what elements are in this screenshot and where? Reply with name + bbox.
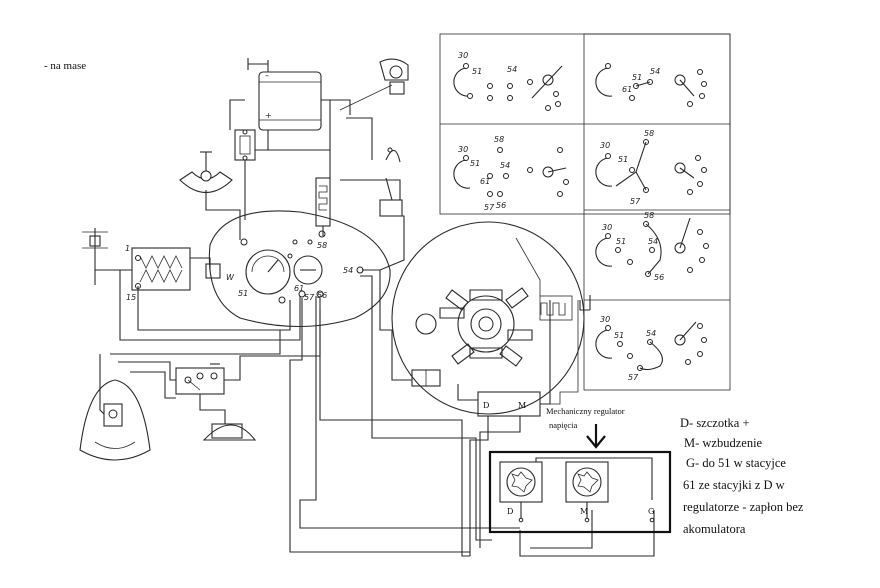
voltage-regulator-box: D M G bbox=[488, 450, 672, 534]
svg-text:57: 57 bbox=[630, 197, 641, 206]
svg-text:56: 56 bbox=[654, 273, 664, 282]
switch-position-1: 30 51 54 bbox=[453, 51, 563, 111]
terminal-1-label: 1 bbox=[125, 244, 130, 253]
terminal-61-label: 61 bbox=[294, 284, 304, 293]
svg-text:58: 58 bbox=[644, 211, 654, 220]
regulator-d-terminal: D bbox=[483, 401, 489, 410]
svg-text:30: 30 bbox=[458, 145, 468, 154]
terminal-58-label: 58 bbox=[317, 241, 327, 250]
svg-text:54: 54 bbox=[646, 329, 656, 338]
svg-text:54: 54 bbox=[500, 161, 510, 170]
fuse bbox=[234, 129, 256, 161]
regulator-title: Mechaniczny regulator bbox=[546, 406, 625, 416]
battery: – + bbox=[247, 58, 322, 131]
legend-line-2: M- wzbudzenie bbox=[684, 436, 763, 450]
svg-text:51: 51 bbox=[616, 237, 626, 246]
svg-text:30: 30 bbox=[458, 51, 468, 60]
spark-plug bbox=[82, 228, 132, 285]
switch-position-5: 30 58 51 54 56 bbox=[595, 211, 709, 282]
ignition-switch-positions: 30 51 54 51 61 54 bbox=[439, 33, 731, 391]
terminal-57-label: 57 bbox=[304, 293, 315, 302]
horn bbox=[179, 151, 233, 193]
tail-light bbox=[202, 423, 257, 441]
svg-text:30: 30 bbox=[600, 141, 610, 150]
magneto-generator bbox=[391, 221, 585, 415]
svg-text:30: 30 bbox=[602, 223, 612, 232]
headlamp bbox=[79, 379, 151, 461]
svg-text:58: 58 bbox=[494, 135, 504, 144]
rear-lamp bbox=[339, 58, 409, 111]
svg-text:57: 57 bbox=[484, 203, 495, 212]
legend-line-5: regulatorze - zapłon bez bbox=[683, 500, 804, 514]
wiring bbox=[99, 99, 655, 557]
ground-note: - na mase bbox=[44, 60, 87, 72]
instrument-housing: 58 54 51 61 57 56 W bbox=[205, 210, 391, 327]
svg-text:30: 30 bbox=[600, 315, 610, 324]
svg-text:51: 51 bbox=[614, 331, 624, 340]
switch-position-4: 30 58 51 57 bbox=[595, 129, 707, 206]
switch-position-2: 51 61 54 bbox=[595, 63, 707, 107]
legend-line-4: 61 ze stacyjki z D w bbox=[683, 478, 785, 492]
svg-text:54: 54 bbox=[650, 67, 660, 76]
terminal-15-label: 15 bbox=[126, 293, 136, 302]
svg-text:54: 54 bbox=[648, 237, 658, 246]
terminal-w-label: W bbox=[226, 273, 235, 282]
terminal-g-label: G bbox=[648, 507, 654, 516]
regulator-m-terminal: M bbox=[518, 401, 526, 410]
svg-text:+: + bbox=[265, 111, 272, 120]
svg-text:57: 57 bbox=[628, 373, 639, 382]
svg-text:54: 54 bbox=[507, 65, 517, 74]
terminal-m-label: M bbox=[580, 507, 588, 516]
legend-line-6: akomulatora bbox=[683, 522, 746, 536]
ignition-coil: 1 15 bbox=[125, 244, 191, 302]
svg-text:51: 51 bbox=[632, 73, 642, 82]
arrow-down-icon bbox=[586, 424, 606, 449]
svg-text:61: 61 bbox=[622, 85, 632, 94]
dimmer-switch bbox=[175, 363, 225, 395]
switch-position-6: 30 51 54 57 bbox=[595, 315, 707, 382]
svg-text:56: 56 bbox=[496, 201, 506, 210]
svg-text:58: 58 bbox=[644, 129, 654, 138]
lighting-switch bbox=[315, 147, 403, 227]
svg-text:51: 51 bbox=[472, 67, 482, 76]
svg-text:61: 61 bbox=[480, 177, 490, 186]
svg-text:51: 51 bbox=[618, 155, 628, 164]
svg-text:–: – bbox=[265, 71, 269, 80]
switch-position-3: 30 58 51 54 61 57 56 bbox=[453, 135, 569, 212]
legend-line-1: D- szczotka + bbox=[680, 416, 750, 430]
regulator-subtitle: napięcia bbox=[549, 420, 578, 430]
svg-text:51: 51 bbox=[470, 159, 480, 168]
legend-line-3: G- do 51 w stacyjce bbox=[686, 456, 786, 470]
terminal-51-label: 51 bbox=[238, 289, 248, 298]
terminal-56-label: 56 bbox=[317, 291, 327, 300]
terminal-54-label: 54 bbox=[343, 266, 353, 275]
terminal-d-label: D bbox=[507, 507, 513, 516]
magneto-rotor bbox=[439, 287, 533, 367]
